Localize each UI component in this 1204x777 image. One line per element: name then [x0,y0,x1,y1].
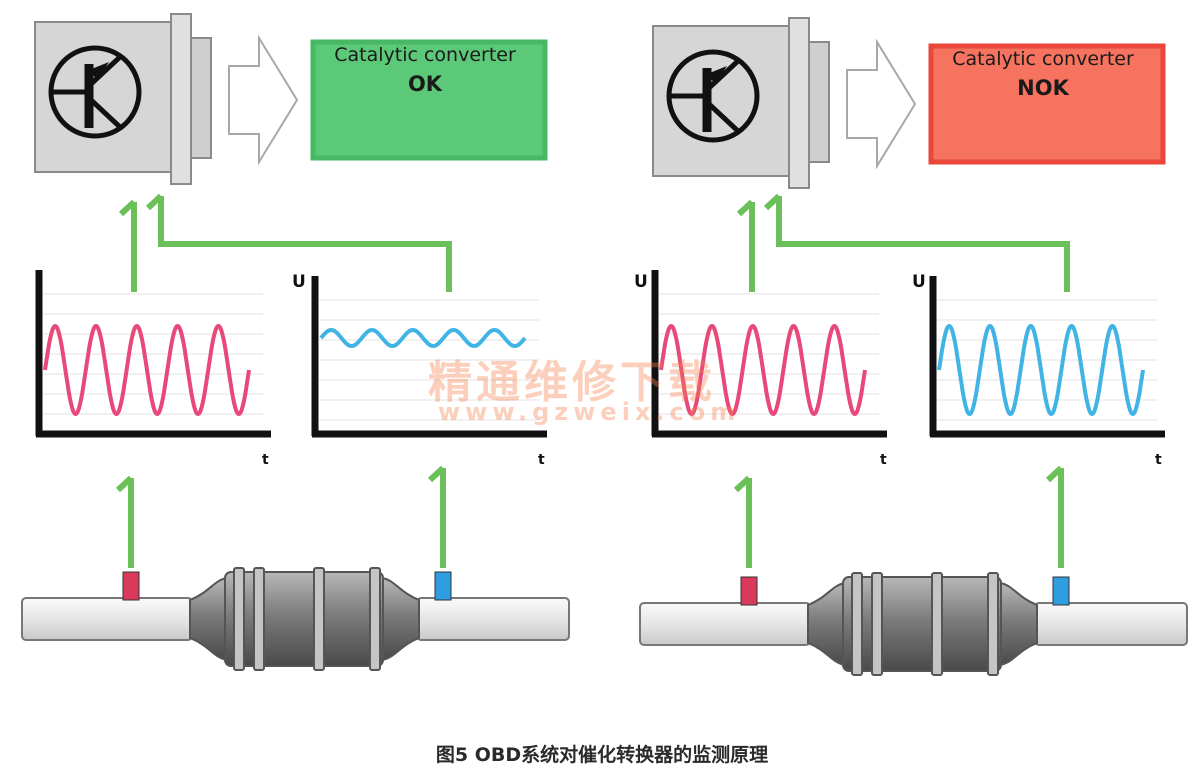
axis-y-label: U [634,272,648,292]
converter-inlet-cone [189,576,228,662]
converter-ring [233,567,245,671]
output-arrow-icon [846,38,917,170]
ecu-flange [788,17,810,189]
result-box-ok: Catalytic converter OK [310,44,540,96]
axis-x-label: t [262,452,269,468]
wire-downstream-to-ecu [776,196,1070,292]
result-title: Catalytic converter [334,44,516,66]
axis-y-label: U [912,272,926,292]
converter-ring [253,567,265,671]
wire-downstream-sensor-tick [427,465,446,483]
watermark-url: www.gzweix.com [438,398,741,426]
wire-upstream-to-ecu-tick [118,199,137,217]
axis-x-label: t [880,452,887,468]
wire-downstream-sensor-tick [1045,465,1064,483]
transistor-emitter [89,98,123,130]
converter-ring [369,567,381,671]
downstream-oxygen-sensor [1052,576,1070,606]
axis-y-label: U [292,272,306,292]
result-box-bg [928,43,1166,165]
transistor-emitter [707,102,741,134]
axis-x-label: t [1155,452,1162,468]
upstream-oxygen-sensor [740,576,758,606]
wire-downstream-to-ecu [158,196,452,292]
exhaust-pipe-inlet [639,602,811,646]
converter-ring [871,572,883,676]
sensor-downstream-curve [937,323,1145,417]
figure-caption: 图5 OBD系统对催化转换器的监测原理 [435,744,769,766]
result-title: Catalytic converter [952,48,1134,70]
wire-downstream-to-ecu-tick [763,193,782,211]
wire-upstream-to-ecu-tick [736,199,755,217]
panel-ok [21,13,570,671]
catalytic-converter-assembly [21,567,570,671]
wire-downstream-to-ecu-tick [145,193,164,211]
ecu-box [652,25,790,177]
ecu-box [34,21,172,173]
converter-inlet-cone [807,581,846,667]
sensor-upstream-curve [43,323,251,417]
exhaust-pipe-inlet [21,597,193,641]
sensor-upstream-curve [659,323,867,417]
transistor-arrow [89,62,109,80]
ecu-flange [170,13,192,185]
transistor-arrow [707,66,727,84]
converter-ring [851,572,863,676]
ecu-connector-plug [808,41,830,163]
output-arrow-icon [228,34,299,166]
result-box-bg [310,39,548,161]
result-value: OK [407,72,443,96]
axis-x-label: t [538,452,545,468]
transistor-collector [89,54,123,86]
ecu-connector-plug [190,37,212,159]
converter-ring [313,567,325,671]
converter-outlet-cone [999,581,1038,667]
wire-upstream-sensor-tick [733,475,752,493]
result-box-nok: Catalytic converter NOK [928,48,1158,100]
converter-body [842,576,1002,672]
converter-ring [987,572,999,676]
downstream-oxygen-sensor [434,571,452,601]
catalytic-converter-assembly [639,572,1188,676]
converter-ring [931,572,943,676]
watermark-text: 精通维修下载 [428,357,716,408]
exhaust-pipe-outlet [1034,602,1188,646]
converter-outlet-cone [381,576,420,662]
transistor-collector [707,58,741,90]
converter-body [224,571,384,667]
sensor-downstream-curve [319,327,527,349]
upstream-oxygen-sensor [122,571,140,601]
exhaust-pipe-outlet [416,597,570,641]
panel-nok [639,17,1188,676]
wire-upstream-sensor-tick [115,475,134,493]
result-value: NOK [1017,76,1069,100]
